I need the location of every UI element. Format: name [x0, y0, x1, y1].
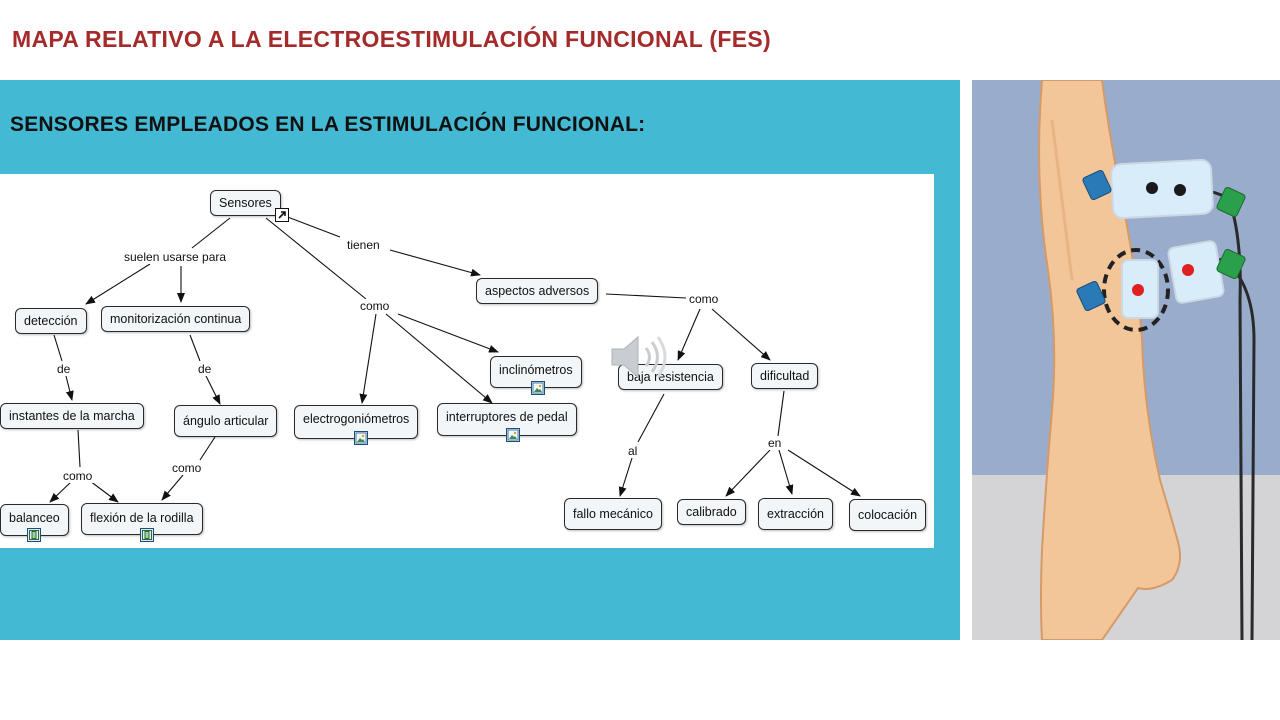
node-sensores[interactable]: Sensores: [210, 190, 281, 216]
link-label-como: como: [61, 469, 95, 483]
node-angulo-articular[interactable]: ángulo articular: [174, 405, 278, 437]
link-label-al: al: [626, 444, 640, 458]
node-deteccion[interactable]: detección: [15, 308, 87, 334]
leg-with-electrodes-illustration: [972, 80, 1280, 640]
node-extraccion[interactable]: extracción: [758, 498, 833, 530]
node-dificultad[interactable]: dificultad: [751, 363, 819, 389]
video-resource-icon[interactable]: [140, 528, 154, 542]
link-label-de: de: [196, 362, 214, 376]
image-resource-icon[interactable]: [354, 431, 368, 445]
node-colocacion[interactable]: colocación: [849, 499, 927, 531]
link-label-en: en: [766, 436, 784, 450]
image-resource-icon[interactable]: [531, 381, 545, 395]
link-label-como: como: [687, 292, 721, 306]
node-calibrado[interactable]: calibrado: [677, 499, 746, 525]
link-label-como: como: [358, 299, 392, 313]
link-label-tienen: tienen: [345, 238, 382, 252]
node-inclinometros[interactable]: inclinómetros: [490, 356, 582, 388]
image-resource-icon[interactable]: [506, 428, 520, 442]
concept-map-connectors: [49, 215, 861, 503]
external-link-icon[interactable]: [275, 208, 289, 222]
node-instantes-de-la-marcha[interactable]: instantes de la marcha: [0, 403, 144, 429]
node-monitorizacion-continua[interactable]: monitorización continua: [101, 306, 251, 332]
video-resource-icon[interactable]: [27, 528, 41, 542]
node-aspectos-adversos[interactable]: aspectos adversos: [476, 278, 599, 304]
speaker-icon[interactable]: [608, 332, 672, 387]
link-label-de: de: [55, 362, 73, 376]
link-label-suelen-usarse-para: suelen usarse para: [122, 250, 229, 264]
link-label-como: como: [170, 461, 204, 475]
concept-map: Sensores aspectos adversos detección mon…: [0, 174, 934, 548]
section-subtitle: SENSORES EMPLEADOS EN LA ESTIMULACIÓN FU…: [10, 113, 646, 136]
page-title: MAPA RELATIVO A LA ELECTROESTIMULACIÓN F…: [12, 26, 771, 52]
node-fallo-mecanico[interactable]: fallo mecánico: [564, 498, 662, 530]
